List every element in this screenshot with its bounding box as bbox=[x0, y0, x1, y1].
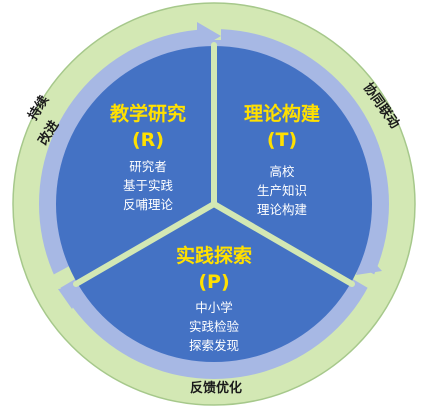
sector-practice-title: 实践探索 bbox=[176, 244, 252, 267]
sector-research-code: (R) bbox=[132, 129, 164, 151]
arrow-head-top bbox=[197, 22, 221, 50]
sector-research-line-3: 反哺理论 bbox=[123, 197, 174, 212]
arrow-head-left bbox=[58, 286, 86, 309]
sector-research-line-2: 基于实践 bbox=[123, 178, 174, 193]
sector-theory-line-1: 高校 bbox=[269, 164, 295, 179]
sector-theory-code: (T) bbox=[267, 129, 297, 151]
sector-theory-line-2: 生产知识 bbox=[257, 183, 307, 198]
sector-dividers bbox=[73, 42, 355, 287]
sector-research-line-1: 研究者 bbox=[129, 159, 167, 174]
sector-theory: 理论构建 (T) 高校 生产知识 理论构建 bbox=[244, 102, 320, 217]
sector-practice-code: (P) bbox=[198, 271, 229, 293]
sector-theory-line-3: 理论构建 bbox=[257, 202, 308, 217]
sector-research-title: 教学研究 bbox=[110, 102, 186, 125]
sector-research: 教学研究 (R) 研究者 基于实践 反哺理论 bbox=[110, 102, 186, 212]
sector-practice: 实践探索 (P) 中小学 实践检验 探索发现 bbox=[176, 244, 252, 353]
sector-theory-title: 理论构建 bbox=[244, 102, 320, 125]
sector-practice-line-3: 探索发现 bbox=[189, 338, 239, 353]
sector-practice-line-1: 中小学 bbox=[195, 300, 233, 315]
ring-label-feedback: 反馈优化 bbox=[190, 380, 242, 396]
sector-practice-line-2: 实践检验 bbox=[189, 319, 240, 334]
arrow-gap-left bbox=[36, 263, 82, 297]
